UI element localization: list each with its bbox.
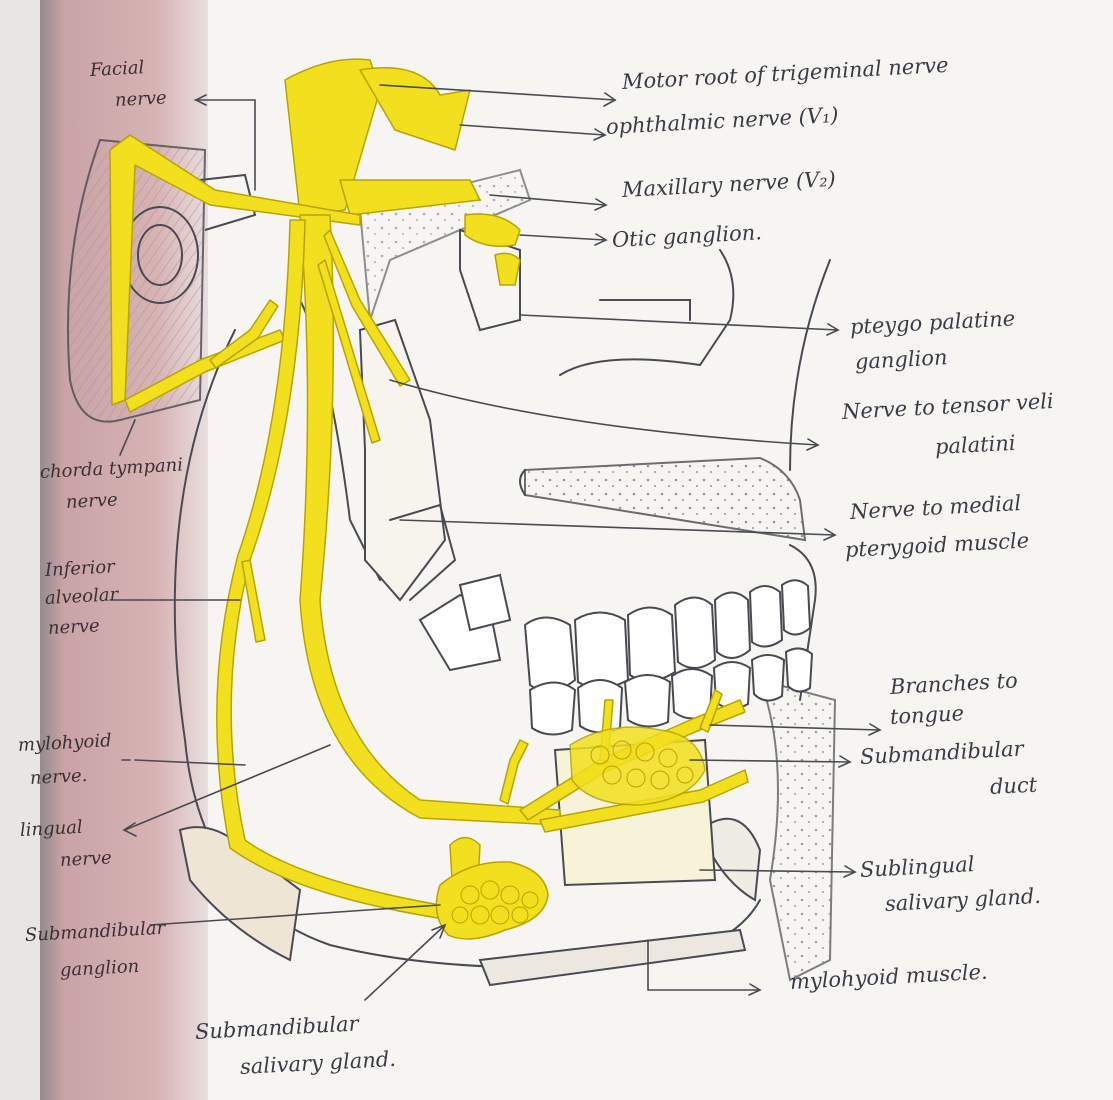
label-submand-gang-2: ganglion [59,956,139,981]
tongue-branch-2 [500,740,528,804]
nerve-branch-d [242,560,265,642]
otic-ganglion-shape [465,214,520,246]
label-submand-duct-2: duct [989,773,1037,799]
label-facial-2: nerve [114,87,167,111]
pterygopalatine-ganglion-shape [495,253,520,285]
label-mylohyoid-2: nerve. [29,765,87,789]
label-branches-2: tongue [889,701,964,729]
motor-root-branch [360,68,470,150]
label-tensor-2: palatini [934,431,1016,459]
label-pterygo-2: ganglion [854,345,948,374]
ear-structure [68,140,255,422]
label-chorda-2: nerve [65,489,118,513]
label-facial-1: Facial [89,57,144,81]
label-inf-alv-2: alveolar [44,584,118,609]
label-inf-alv-1: Inferior [44,556,115,581]
label-lingual-2: nerve [59,847,112,871]
teeth [420,575,812,735]
label-inf-alv-3: nerve [47,615,100,639]
label-lingual-1: lingual [19,817,83,841]
